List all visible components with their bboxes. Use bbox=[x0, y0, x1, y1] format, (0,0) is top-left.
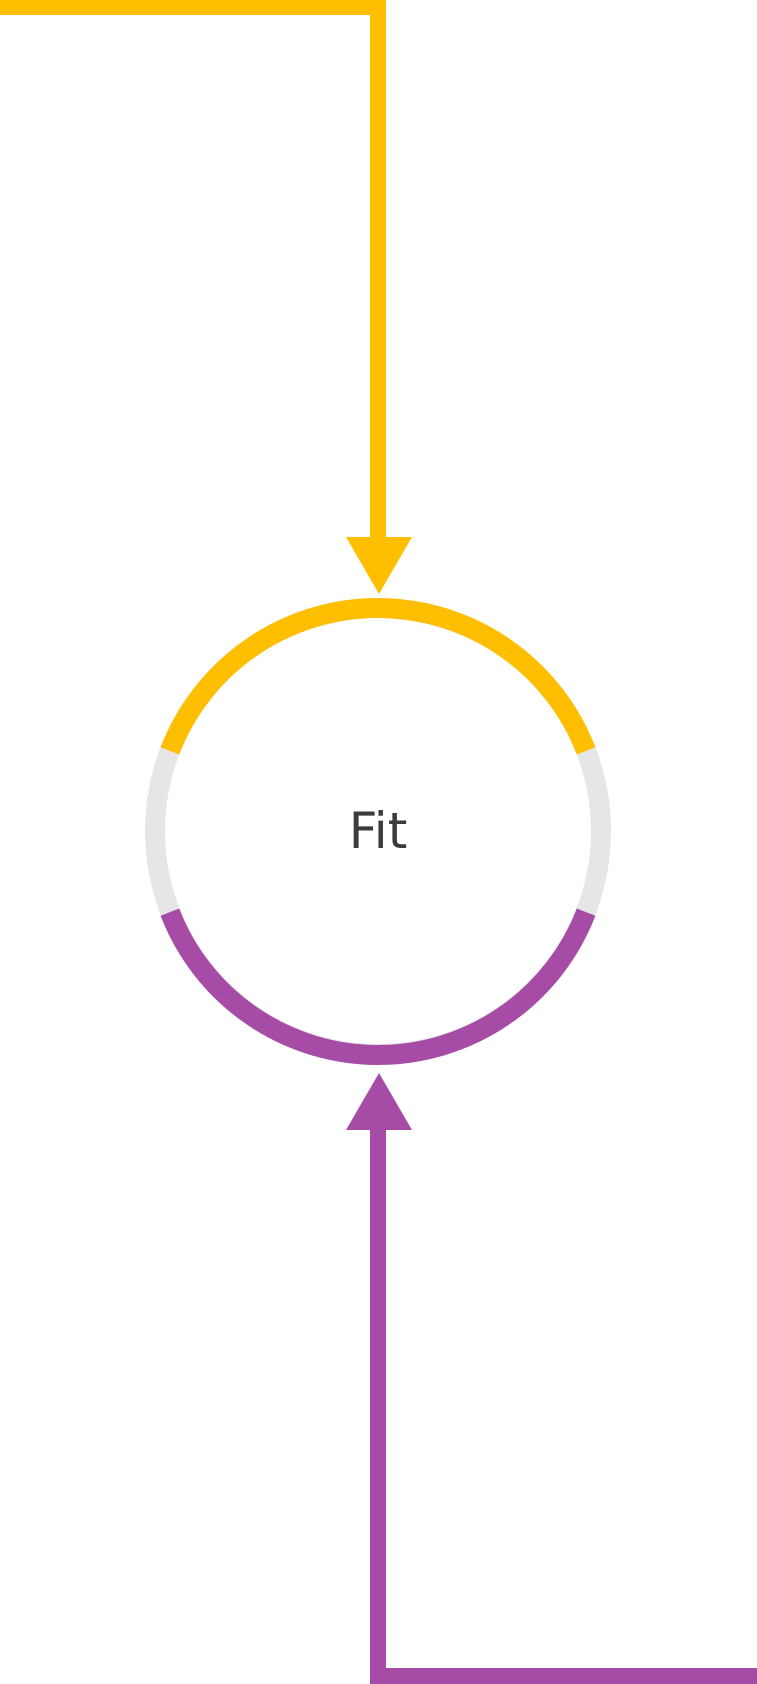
bottom-connector bbox=[346, 1073, 757, 1684]
fit-node[interactable]: Fit bbox=[145, 598, 611, 1065]
fit-node-ring-top-arc bbox=[160, 598, 596, 755]
top-connector-line bbox=[0, 0, 386, 540]
bottom-connector-arrowhead bbox=[346, 1073, 412, 1130]
fit-node-ring-bottom-arc bbox=[160, 908, 596, 1065]
bottom-connector-line bbox=[370, 1125, 757, 1684]
top-connector bbox=[0, 0, 412, 594]
fit-node-label: Fit bbox=[349, 802, 408, 860]
top-connector-arrowhead bbox=[346, 537, 412, 594]
